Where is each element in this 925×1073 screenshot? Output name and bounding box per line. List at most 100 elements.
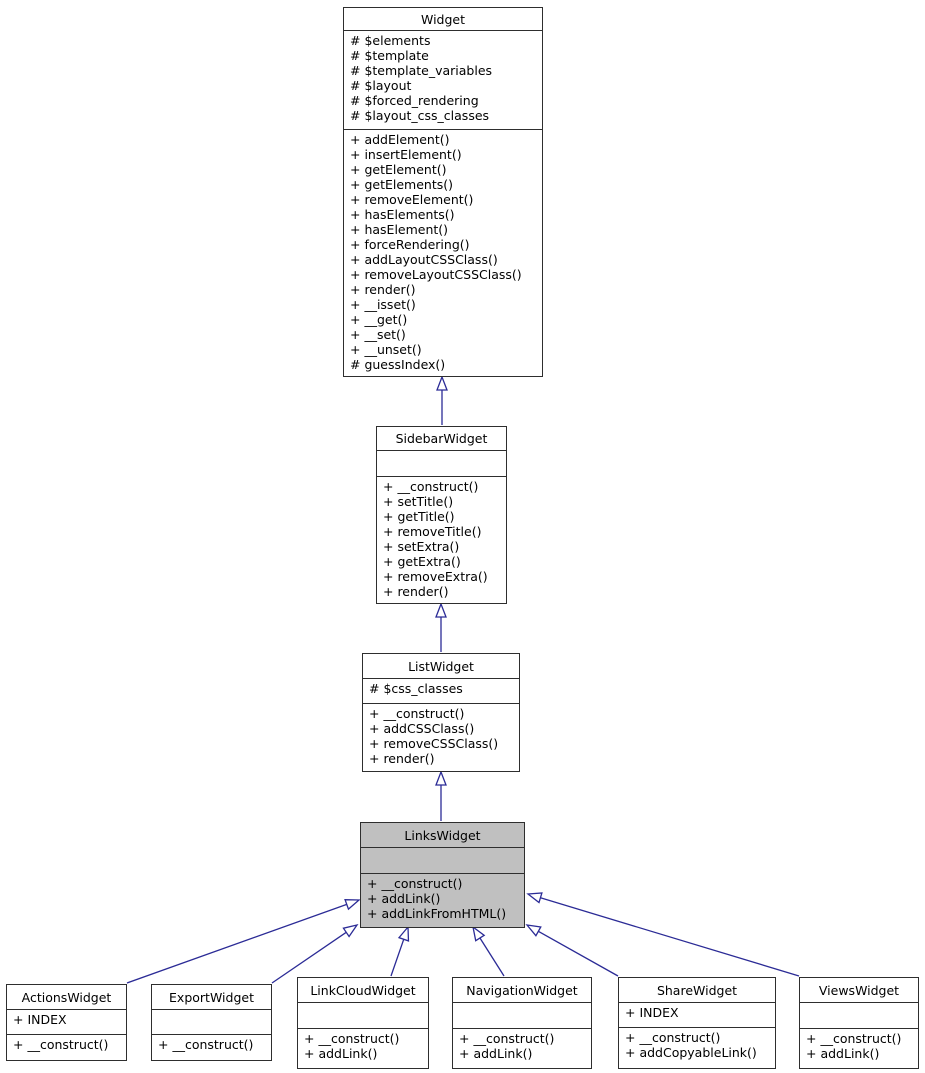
class-title: NavigationWidget	[466, 982, 578, 998]
methods-section: + __construct()+ addCopyableLink()	[619, 1027, 775, 1068]
attributes-section	[800, 1002, 918, 1028]
method-row: + getElement()	[350, 162, 447, 177]
method-row: + hasElement()	[350, 222, 449, 237]
class-title: ActionsWidget	[21, 989, 112, 1005]
methods-section: + __construct()+ addCSSClass()+ removeCS…	[363, 703, 519, 771]
class-title: LinkCloudWidget	[310, 982, 416, 998]
class-title: ShareWidget	[656, 982, 738, 998]
attributes-section	[361, 847, 524, 873]
attributes-section: + INDEX	[7, 1009, 126, 1034]
attribute-row: + INDEX	[625, 1005, 679, 1020]
methods-section: + __construct()+ addLink()+ addLinkFromH…	[361, 873, 524, 927]
method-row: + getElements()	[350, 177, 453, 192]
class-box-widget[interactable]: Widget # $elements# $template# $template_…	[343, 7, 543, 377]
method-row: + addCSSClass()	[369, 721, 475, 736]
methods-section: + __construct()+ addLink()	[298, 1028, 428, 1068]
generalization-arrowhead-icon	[397, 925, 410, 942]
method-row: + removeLayoutCSSClass()	[350, 267, 522, 282]
attribute-row: # $layout	[350, 78, 412, 93]
generalization-arrowhead-icon	[526, 892, 543, 904]
methods-section: + __construct()+ addLink()	[453, 1028, 591, 1068]
attributes-section	[377, 450, 506, 476]
class-title: ViewsWidget	[818, 982, 900, 998]
method-row: + removeExtra()	[383, 569, 488, 584]
attributes-section: # $elements# $template# $template_variab…	[344, 30, 542, 129]
inheritance-line	[126, 903, 347, 984]
method-row: + __construct()	[369, 706, 465, 721]
attribute-row: # $template	[350, 48, 429, 63]
method-row: + addLink()	[367, 891, 441, 906]
class-box-listwidget[interactable]: ListWidget# $css_classes+ __construct()+…	[362, 653, 520, 772]
methods-section: + __construct()	[152, 1034, 271, 1060]
attributes-section	[152, 1009, 271, 1034]
methods-section: + __construct()+ setTitle()+ getTitle()+…	[377, 476, 506, 603]
methods-section: + __construct()	[7, 1034, 126, 1060]
method-row: + removeCSSClass()	[369, 736, 499, 751]
method-row: + removeElement()	[350, 192, 474, 207]
attributes-section: + INDEX	[619, 1002, 775, 1027]
method-row: + setTitle()	[383, 494, 454, 509]
methods-section: + addElement()+ insertElement()+ getElem…	[344, 129, 542, 376]
method-row: + addLinkFromHTML()	[367, 906, 507, 921]
generalization-arrowhead-icon	[525, 924, 542, 937]
method-row: + __set()	[350, 327, 406, 342]
method-row: + getExtra()	[383, 554, 461, 569]
method-row: + __construct()	[158, 1037, 254, 1052]
method-row: + addCopyableLink()	[625, 1045, 757, 1060]
inheritance-line	[271, 931, 347, 984]
method-row: + addElement()	[350, 132, 450, 147]
method-row: + removeTitle()	[383, 524, 482, 539]
attribute-row: + INDEX	[13, 1012, 67, 1027]
generalization-arrowhead-icon	[342, 923, 359, 938]
attribute-row: # $css_classes	[369, 681, 463, 696]
method-row: + __construct()	[625, 1030, 721, 1045]
class-title: SidebarWidget	[395, 431, 488, 446]
method-row: + __get()	[350, 312, 408, 327]
class-box-linkswidget[interactable]: LinksWidget + __construct()+ addLink()+ a…	[360, 822, 525, 928]
class-box-sharewidget[interactable]: ShareWidget + INDEX + __construct()+ addCo…	[618, 977, 776, 1069]
class-box-sidebarwidget[interactable]: SidebarWidget + __construct()+ setTitle()…	[376, 426, 507, 604]
attribute-row: # $forced_rendering	[350, 93, 479, 108]
class-box-linkcloudwidget[interactable]: LinkCloudWidget + __construct()+ addLink(…	[297, 977, 429, 1069]
inheritance-line	[540, 897, 800, 977]
method-row: + hasElements()	[350, 207, 455, 222]
method-row: + __construct()	[304, 1031, 400, 1046]
method-row: + __construct()	[459, 1031, 555, 1046]
method-row: + addLink()	[304, 1046, 378, 1061]
generalization-arrowhead-icon	[435, 770, 447, 786]
attribute-row: # $template_variables	[350, 63, 493, 78]
class-title: Widget	[420, 11, 466, 27]
method-row: + __isset()	[350, 297, 416, 312]
class-box-viewswidget[interactable]: ViewsWidget + __construct()+ addLink()	[799, 977, 919, 1069]
inheritance-line	[390, 939, 405, 977]
method-row: + addLayoutCSSClass()	[350, 252, 498, 267]
methods-section: + __construct()+ addLink()	[800, 1028, 918, 1068]
generalization-arrowhead-icon	[435, 602, 447, 618]
method-row: + render()	[350, 282, 416, 297]
attributes-section: # $css_classes	[363, 678, 519, 703]
class-title: LinksWidget	[404, 827, 481, 843]
class-box-navigationwidget[interactable]: NavigationWidget + __construct()+ addLink…	[452, 977, 592, 1069]
generalization-arrowhead-icon	[344, 898, 361, 911]
method-row: + __unset()	[350, 342, 422, 357]
method-row: + render()	[369, 751, 435, 766]
generalization-arrowhead-icon	[472, 925, 486, 942]
class-box-actionswidget[interactable]: ActionsWidget + INDEX + __construct()	[6, 984, 127, 1061]
method-row: + __construct()	[806, 1031, 902, 1046]
method-row: + getTitle()	[383, 509, 455, 524]
attributes-section	[298, 1002, 428, 1028]
method-row: + addLink()	[459, 1046, 533, 1061]
class-title: ListWidget	[408, 658, 474, 674]
class-box-exportwidget[interactable]: ExportWidget + __construct()	[151, 984, 272, 1061]
method-row: + setExtra()	[383, 539, 460, 554]
attributes-section	[453, 1002, 591, 1028]
method-row: + __construct()	[13, 1037, 109, 1052]
method-row: + forceRendering()	[350, 237, 470, 252]
generalization-arrowhead-icon	[436, 375, 448, 391]
inheritance-line	[479, 937, 505, 977]
method-row: + insertElement()	[350, 147, 462, 162]
method-row: # guessIndex()	[350, 357, 446, 372]
class-title: ExportWidget	[169, 989, 254, 1005]
inheritance-line	[538, 930, 619, 977]
